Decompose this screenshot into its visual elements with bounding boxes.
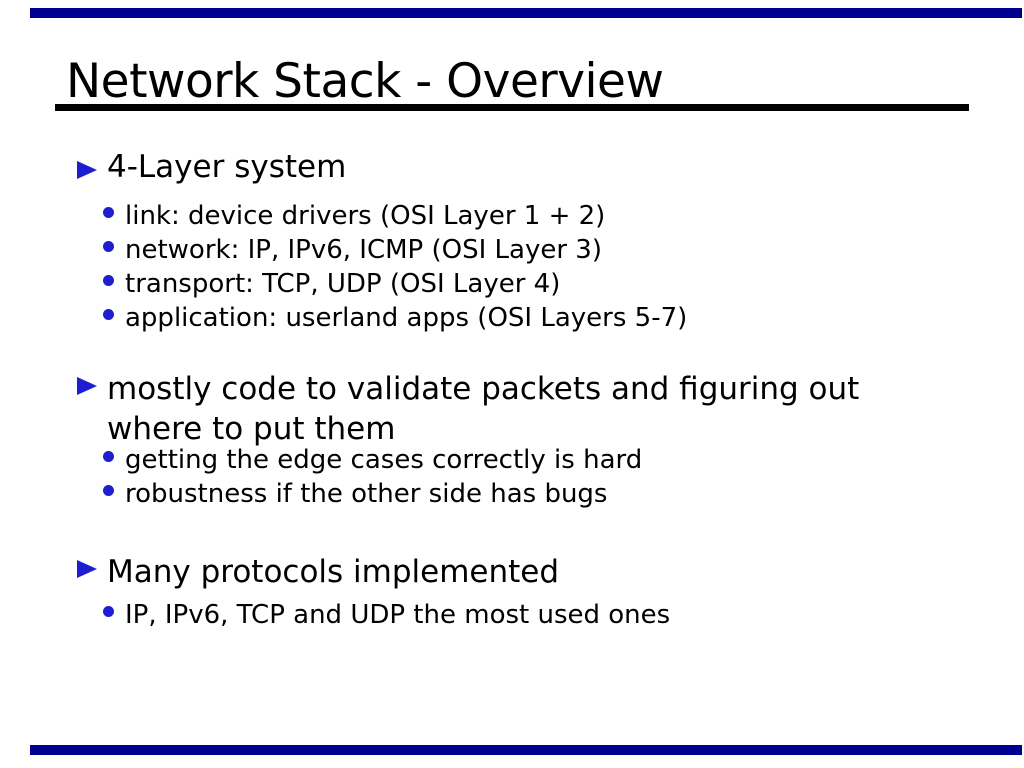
sub-bullet-item: network: IP, IPv6, ICMP (OSI Layer 3) xyxy=(125,235,602,265)
sub-bullet-item: robustness if the other side has bugs xyxy=(125,479,608,509)
bullet-heading: 4-Layer system xyxy=(107,149,347,185)
bullet-heading-continuation: where to put them xyxy=(107,411,396,447)
sub-bullet-item: transport: TCP, UDP (OSI Layer 4) xyxy=(125,269,561,299)
sub-bullet-item: link: device drivers (OSI Layer 1 + 2) xyxy=(125,201,606,231)
dot-bullet-icon xyxy=(103,241,114,252)
slide-title: Network Stack - Overview xyxy=(66,54,664,109)
bottom-rule-bar xyxy=(30,745,1022,755)
dot-bullet-icon xyxy=(103,309,114,320)
dot-bullet-icon xyxy=(103,451,114,462)
sub-bullet-item: getting the edge cases correctly is hard xyxy=(125,445,643,475)
triangle-right-bullet-icon xyxy=(77,161,97,179)
dot-bullet-icon xyxy=(103,207,114,218)
dot-bullet-icon xyxy=(103,606,114,617)
triangle-right-bullet-icon xyxy=(77,377,97,395)
dot-bullet-icon xyxy=(103,275,114,286)
top-rule-bar xyxy=(30,8,1022,18)
title-underline xyxy=(55,104,969,111)
sub-bullet-item: IP, IPv6, TCP and UDP the most used ones xyxy=(125,600,671,630)
bullet-heading: mostly code to validate packets and figu… xyxy=(107,371,860,407)
sub-bullet-item: application: userland apps (OSI Layers 5… xyxy=(125,303,688,333)
bullet-heading: Many protocols implemented xyxy=(107,554,560,590)
dot-bullet-icon xyxy=(103,485,114,496)
triangle-right-bullet-icon xyxy=(77,560,97,578)
